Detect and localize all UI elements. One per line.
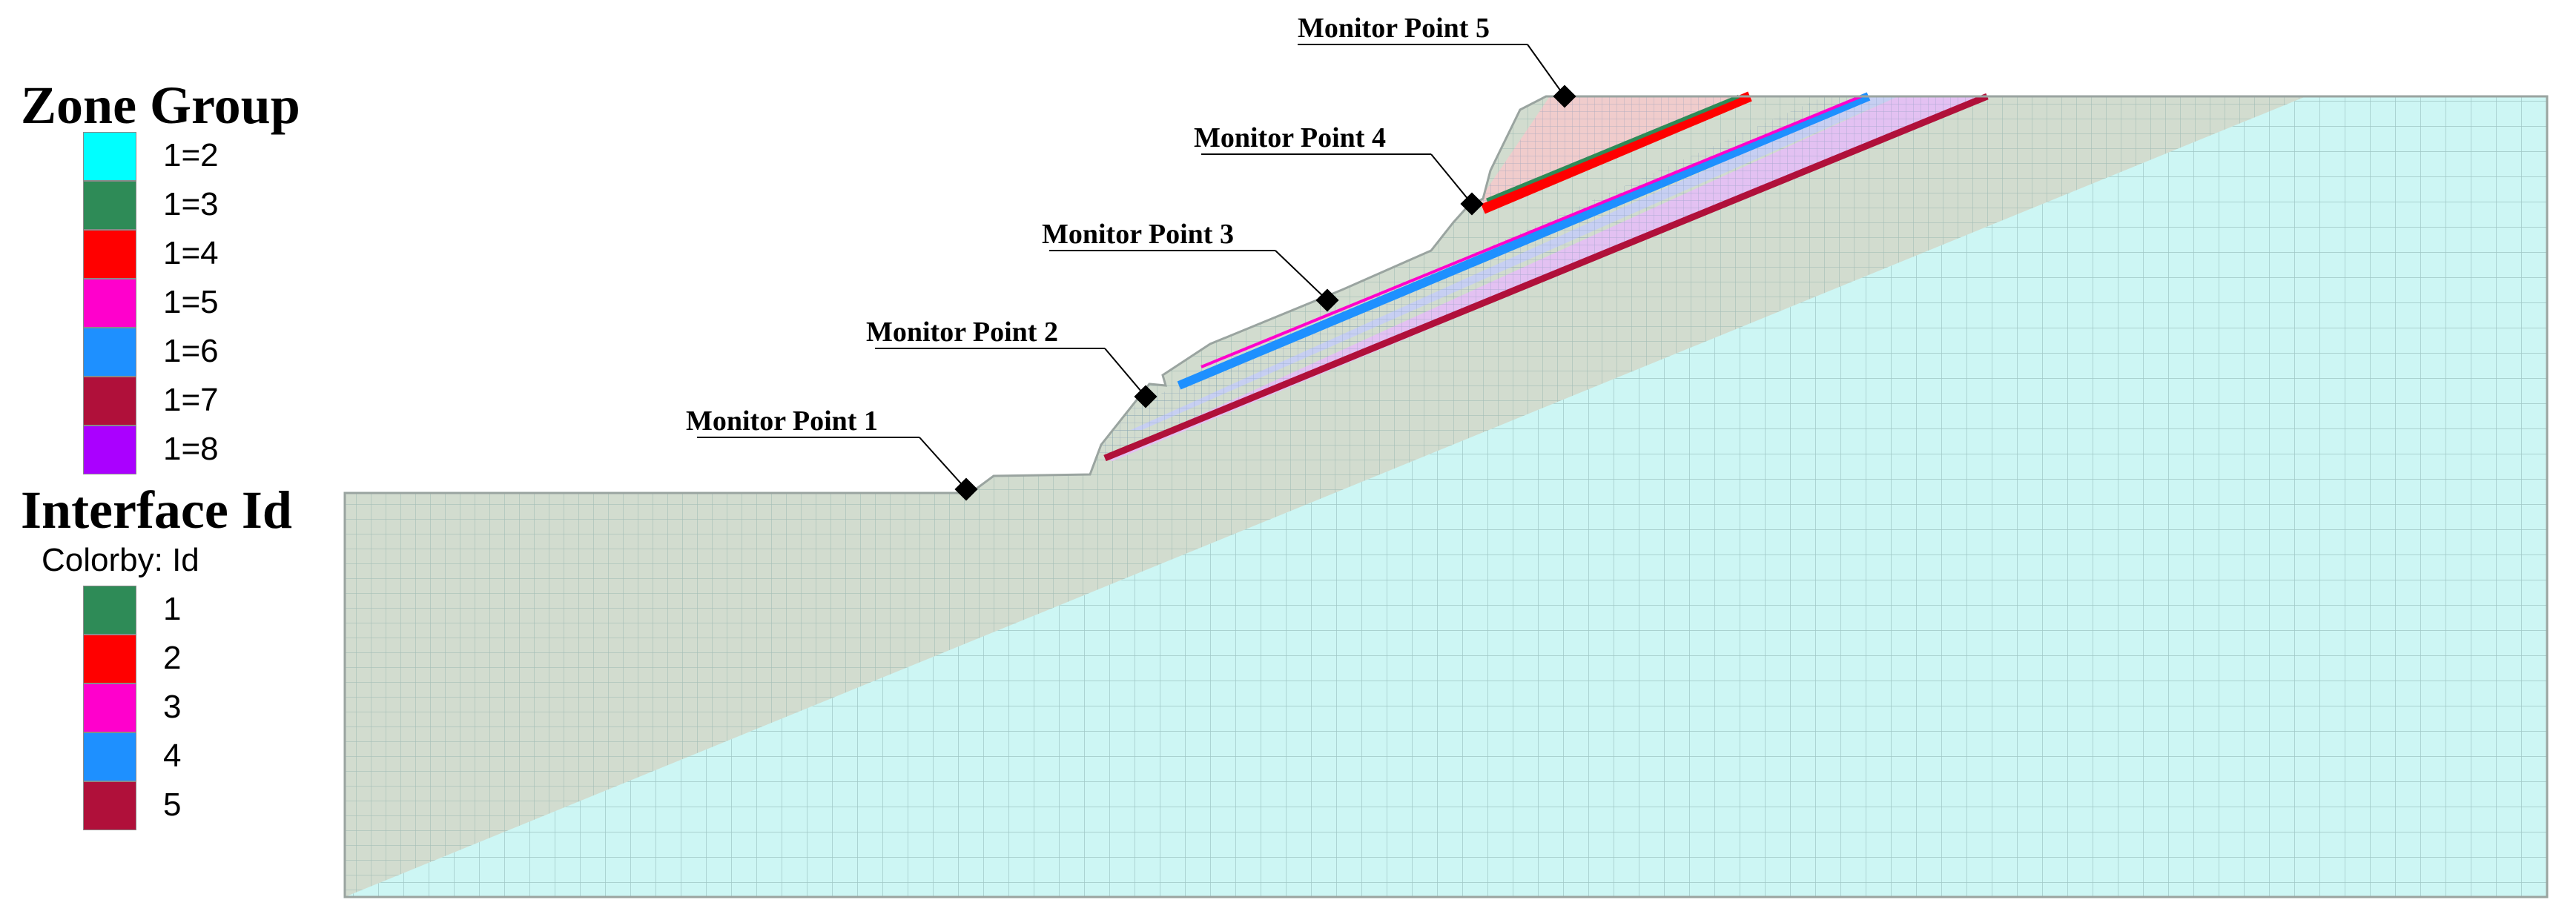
colorby-label: Colorby: Id — [42, 542, 199, 578]
legend-item-label: 1=4 — [163, 235, 219, 271]
bedrock-mesh — [345, 96, 2547, 897]
color-swatch — [83, 279, 136, 328]
legend-item-zone-7: 1=8 — [83, 426, 306, 474]
color-swatch — [83, 683, 136, 732]
leader-line — [1104, 348, 1146, 397]
interface-5-band — [1103, 93, 1989, 462]
legend-item-zone-4: 1=5 — [83, 279, 306, 328]
monitor-marker — [1553, 85, 1576, 108]
monitor-point-label: Monitor Point 5 — [1298, 13, 1490, 44]
color-swatch — [83, 426, 136, 474]
legend-item-label: 1 — [163, 591, 182, 627]
color-swatch — [83, 230, 136, 279]
color-swatch — [83, 732, 136, 781]
monitor-point-label: Monitor Point 4 — [1194, 122, 1386, 153]
legend-item-label: 2 — [163, 640, 182, 676]
monitor-point-4: Monitor Point 4 — [1194, 122, 1484, 216]
monitor-point-label: Monitor Point 2 — [866, 317, 1058, 348]
legend-item-label: 1=8 — [163, 431, 219, 467]
mesh-domain — [345, 96, 2547, 897]
leader-line — [1430, 153, 1473, 205]
legend-item-interface-4: 4 — [83, 732, 306, 781]
legend-item-label: 1=2 — [163, 137, 219, 173]
leader-line — [919, 437, 967, 490]
legend-item-label: 1=7 — [163, 382, 219, 418]
monitor-point-3: Monitor Point 3 — [1042, 219, 1339, 312]
monitor-point-label: Monitor Point 3 — [1042, 219, 1234, 250]
legend-item-zone-6: 1=7 — [83, 377, 306, 426]
interface-3-band — [1201, 95, 1862, 368]
color-swatch — [83, 586, 136, 635]
legend-item-interface-1: 1 — [83, 586, 306, 635]
legend-panel: Zone Group 1=2 1=3 1=4 1=5 1=6 1=7 1=8 I… — [0, 0, 319, 917]
legend-item-label: 3 — [163, 689, 182, 725]
color-swatch — [83, 781, 136, 830]
color-swatch — [83, 328, 136, 377]
color-swatch — [83, 132, 136, 181]
monitor-point-2: Monitor Point 2 — [866, 317, 1157, 408]
leader-line — [1275, 250, 1328, 301]
monitor-marker — [1460, 192, 1484, 216]
legend-item-label: 1=5 — [163, 284, 219, 320]
leader-line — [1527, 44, 1565, 97]
color-swatch — [83, 377, 136, 426]
legend-item-label: 1=6 — [163, 333, 219, 369]
legend-item-zone-1: 1=2 — [83, 132, 306, 181]
monitor-point-label: Monitor Point 1 — [686, 405, 878, 437]
interface-1-band — [1486, 94, 1740, 202]
legend-item-interface-5: 5 — [83, 781, 306, 830]
legend-item-interface-3: 3 — [83, 683, 306, 732]
interface-4-band — [1177, 92, 1871, 390]
color-swatch — [83, 635, 136, 683]
interface-bands — [1103, 91, 1989, 462]
legend-item-label: 1=3 — [163, 186, 219, 222]
legend-item-zone-3: 1=4 — [83, 230, 306, 279]
legend-item-label: 5 — [163, 787, 182, 823]
zone-group-title: Zone Group — [21, 76, 300, 135]
color-swatch — [83, 181, 136, 230]
interface-id-title: Interface Id — [21, 480, 292, 540]
legend-item-label: 4 — [163, 738, 182, 774]
monitor-point-5: Monitor Point 5 — [1298, 13, 1576, 108]
legend-item-interface-2: 2 — [83, 635, 306, 683]
legend-item-zone-5: 1=6 — [83, 328, 306, 377]
interface-2-band — [1481, 91, 1752, 214]
legend-item-zone-2: 1=3 — [83, 181, 306, 230]
monitor-marker — [1315, 288, 1339, 312]
monitor-point-1: Monitor Point 1 — [686, 405, 978, 501]
domain-outline — [343, 95, 2549, 898]
